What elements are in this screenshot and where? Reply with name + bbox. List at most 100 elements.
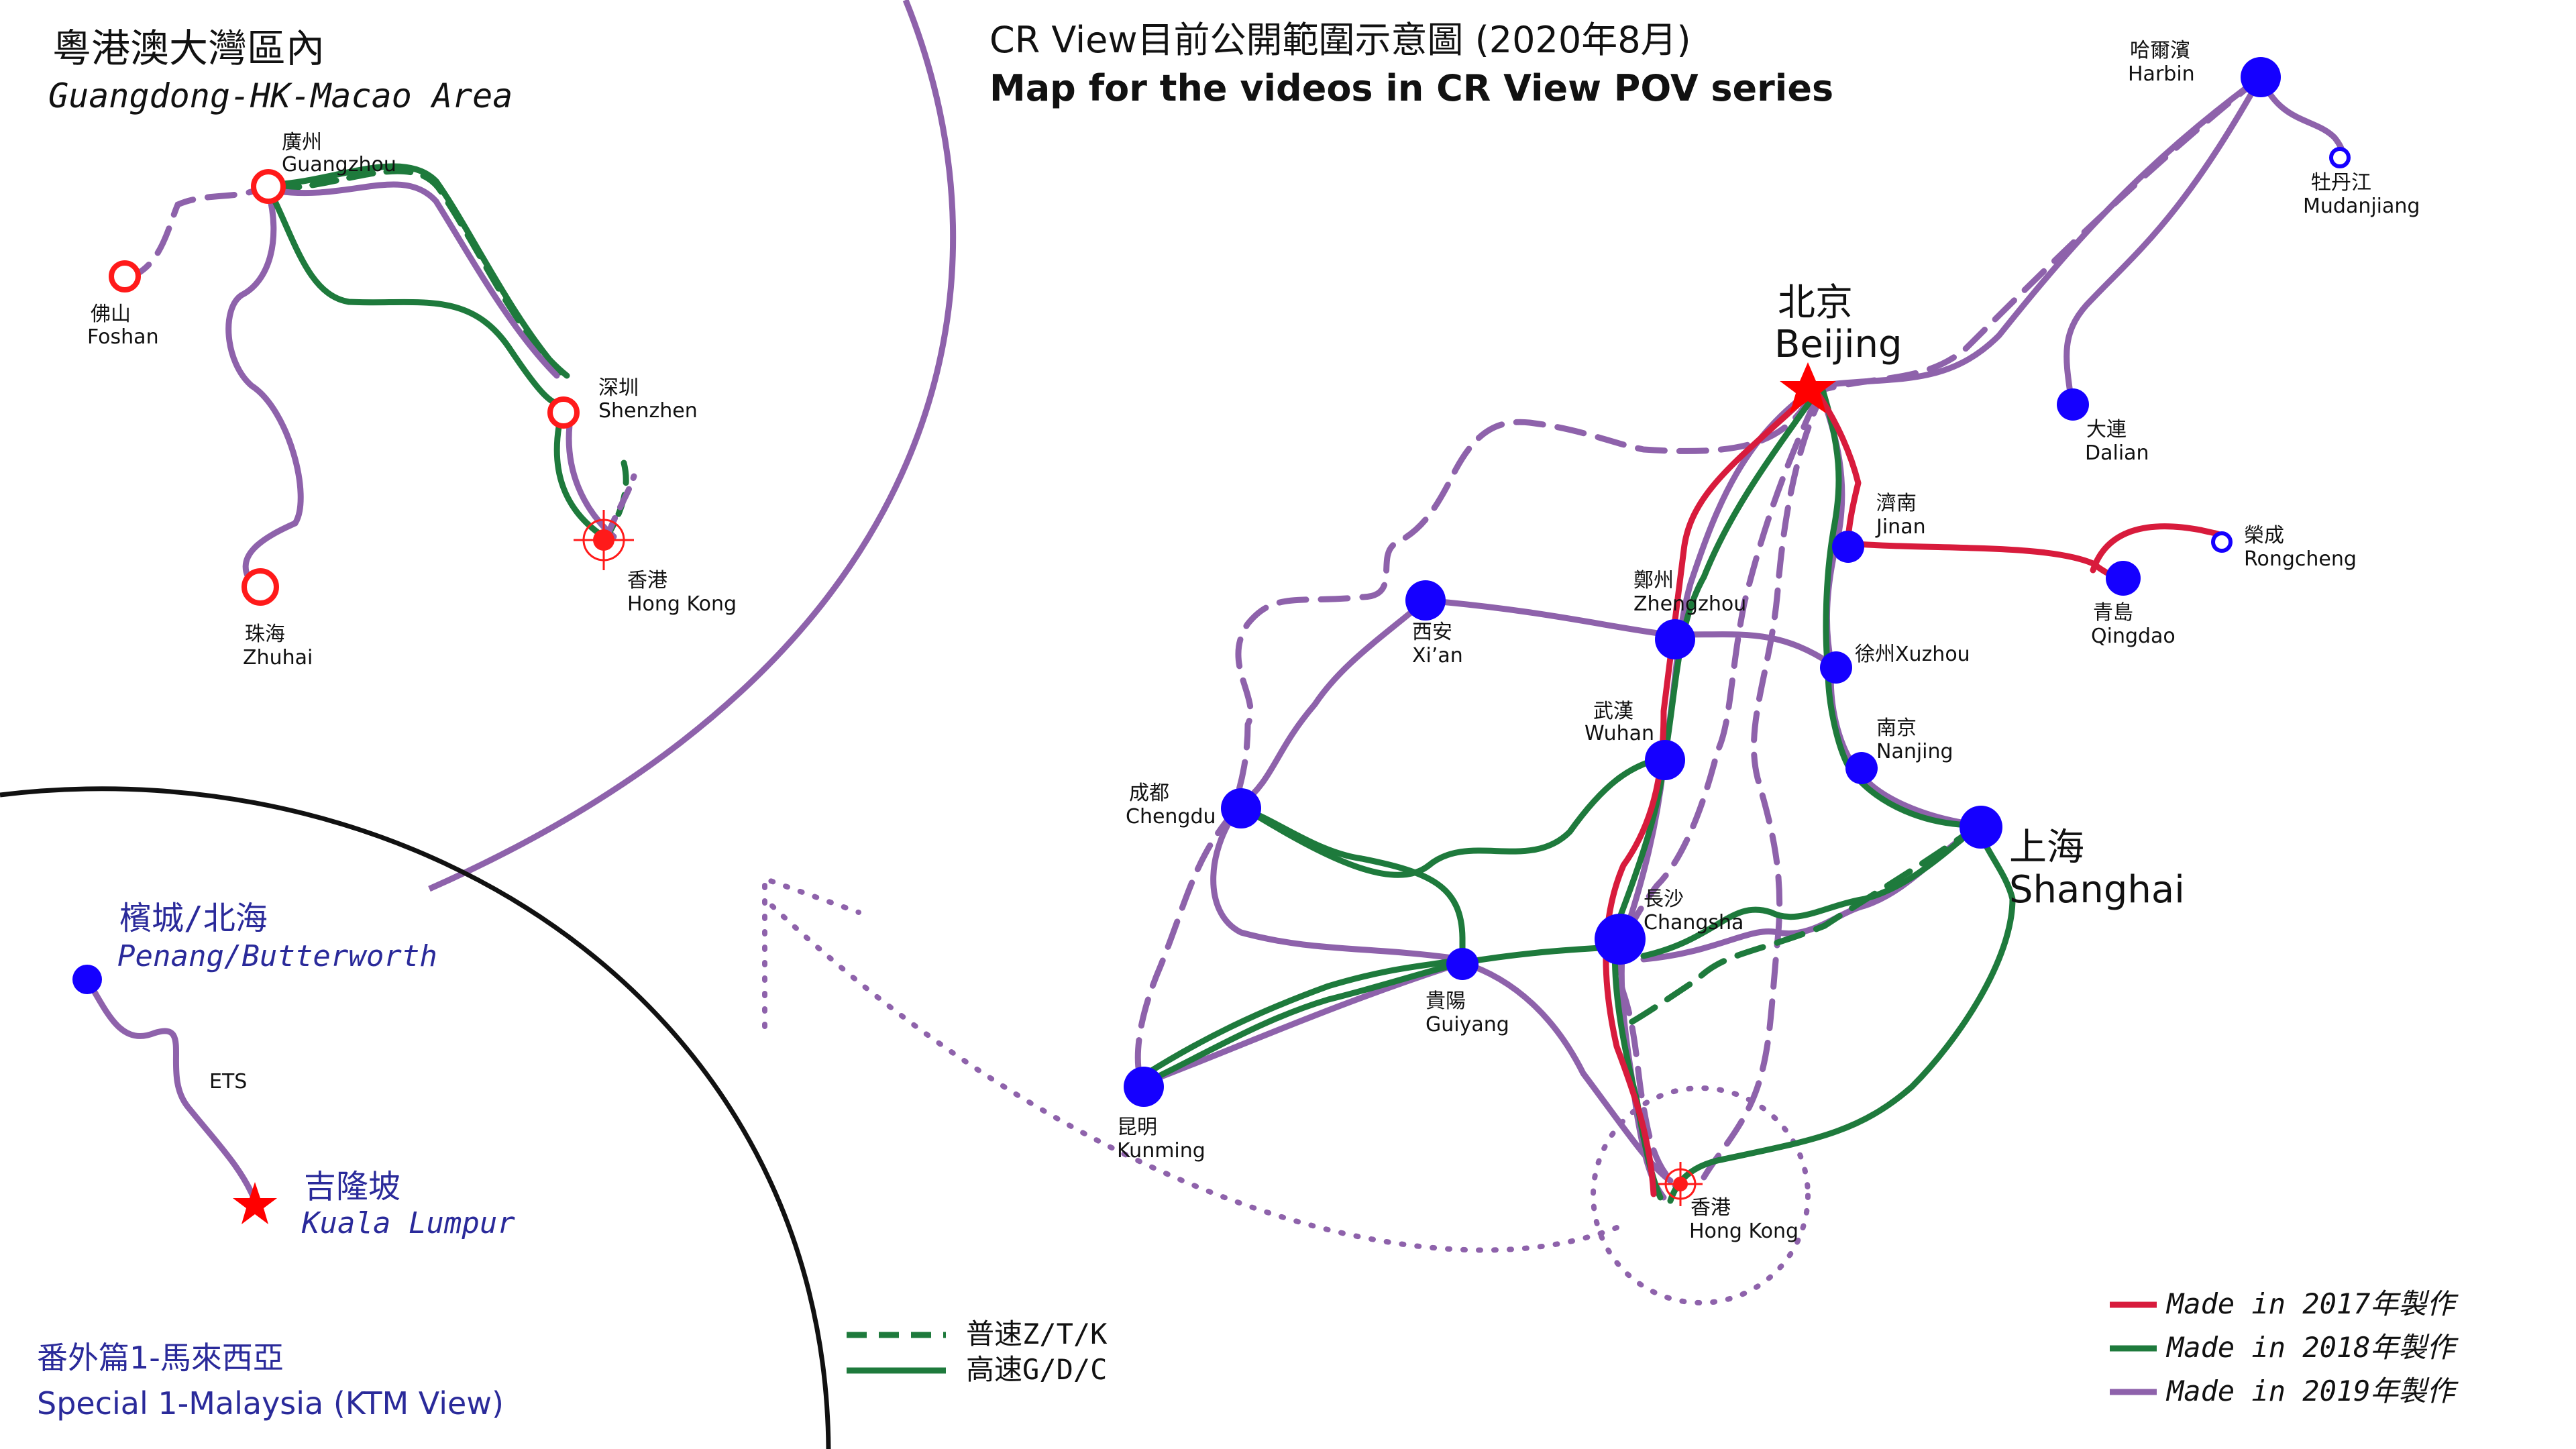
malaysia-station-kl-star <box>233 1182 277 1224</box>
label-dalian-zh: 大連 <box>2086 418 2127 441</box>
station-mudanjiang-marker <box>2329 147 2351 168</box>
station-kunming-marker <box>1124 1067 1164 1107</box>
station-rongcheng-marker <box>2211 531 2233 553</box>
malaysia-label-kl-en: Kuala Lumpur <box>301 1206 515 1240</box>
label-dalian-en: Dalian <box>2085 441 2149 465</box>
label-xian-zh: 西安 <box>1412 621 1452 644</box>
gba-route-guangzhou-shenzhen-2019 <box>275 181 560 379</box>
gba-inset-boundary <box>428 0 957 892</box>
station-hongkong-marker <box>1658 1162 1703 1206</box>
station-guiyang-marker <box>1446 948 1479 980</box>
gba-label-foshan-zh: 佛山 <box>91 303 131 326</box>
gba-station-shenzhen-marker <box>547 396 580 429</box>
label-jinan-zh: 濟南 <box>1876 492 1917 515</box>
label-nanjing-en: Nanjing <box>1876 740 1953 763</box>
legend-highspeed-label: 高速G/D/C <box>966 1353 1107 1386</box>
malaysia-route-ets <box>84 976 258 1204</box>
main-routes <box>1134 74 2346 1204</box>
label-jinan-en: Jinan <box>1875 515 1926 539</box>
gba-routes <box>123 163 637 590</box>
station-shanghai-marker <box>1960 806 2002 849</box>
label-kunming-zh: 昆明 <box>1117 1116 1157 1139</box>
label-mudanjiang-en: Mudanjiang <box>2303 195 2420 218</box>
label-hongkong-en: Hong Kong <box>1689 1220 1799 1243</box>
page-title-line1: CR View目前公開範圍示意圖 (2020年8月) <box>989 19 1691 61</box>
label-qingdao-zh: 青島 <box>2093 601 2133 625</box>
malaysia-label-penang-zh: 檳城/北海 <box>119 900 268 937</box>
malaysia-special-zh: 番外篇1-馬來西亞 <box>37 1340 284 1376</box>
gba-station-guangzhou-marker <box>251 169 286 204</box>
gba-stations <box>109 169 634 606</box>
route-2018-wuhan-chengdu <box>1238 755 1667 878</box>
inset-pointer-arrow-head <box>762 875 861 1029</box>
line-type-legend: 普速Z/T/K 高速G/D/C <box>847 1318 1108 1386</box>
malaysia-label-kl-zh: 吉隆坡 <box>304 1168 400 1205</box>
station-nanjing-marker <box>1845 752 1878 784</box>
malaysia-label-ets: ETS <box>209 1070 247 1093</box>
label-xuzhou: 徐州Xuzhou <box>1855 643 1970 666</box>
route-2019-kunming-guiyang <box>1140 959 1466 1087</box>
route-2019-dashed-beijing-chengdu <box>1231 392 1815 808</box>
station-harbin-marker <box>2241 57 2281 97</box>
gba-label-zhuhai-en: Zhuhai <box>243 646 313 669</box>
legend-2018-label: Made in 2018年製作 <box>2165 1331 2459 1364</box>
label-rongcheng-zh: 榮成 <box>2244 524 2284 547</box>
label-wuhan-en: Wuhan <box>1585 722 1654 745</box>
station-beijing-star <box>1780 362 1836 413</box>
gba-route-guangzhou-zhuhai <box>225 188 304 590</box>
route-2019-dashed-harbin-beijing <box>1821 74 2264 392</box>
label-changsha-zh: 長沙 <box>1644 888 1684 911</box>
gba-label-zhuhai-zh: 珠海 <box>245 623 285 646</box>
gba-station-zhuhai-marker <box>241 568 279 606</box>
label-kunming-en: Kunming <box>1117 1139 1205 1163</box>
gba-route-guangzhou-shenzhen-hs-b <box>272 163 564 376</box>
label-nanjing-zh: 南京 <box>1876 716 1917 740</box>
malaysia-label-penang-en: Penang/Butterworth <box>117 939 437 973</box>
label-rongcheng-en: Rongcheng <box>2244 547 2357 571</box>
label-beijing-zh: 北京 <box>1778 281 1853 325</box>
route-2018-shanghai-changsha <box>1640 822 1982 959</box>
legend-2017-label: Made in 2017年製作 <box>2165 1287 2459 1320</box>
route-2018-kunming-guiyang-a <box>1140 959 1466 1087</box>
label-zhengzhou-zh: 鄭州 <box>1633 569 1674 592</box>
legend-2019-label: Made in 2019年製作 <box>2165 1375 2459 1407</box>
hk-zoom-circle <box>1591 1085 1811 1305</box>
route-2017-beijing-hk <box>1603 386 1818 1197</box>
station-chengdu-marker <box>1221 788 1261 828</box>
label-guiyang-zh: 貴陽 <box>1426 989 1466 1013</box>
gba-label-guangzhou-en: Guangzhou <box>282 153 396 176</box>
label-qingdao-en: Qingdao <box>2091 625 2176 648</box>
gba-label-foshan-en: Foshan <box>87 325 159 349</box>
label-mudanjiang-zh: 牡丹江 <box>2311 171 2371 195</box>
route-2019-dashed-beijing-hk-b <box>1617 399 1818 1191</box>
label-shanghai-en: Shanghai <box>2009 868 2185 912</box>
gba-route-shenzhen-hk-2019-dashed <box>604 473 637 540</box>
label-beijing-en: Beijing <box>1774 323 1902 366</box>
station-changsha-marker <box>1595 914 1646 965</box>
route-2018-chengdu-guiyang <box>1238 805 1466 966</box>
route-2019-chengdu-guiyang-kunming <box>1210 802 1466 963</box>
inset-pointer-arrow-path <box>762 896 1619 1253</box>
gba-title-en: Guangdong-HK-Macao Area <box>48 76 513 115</box>
main-stations <box>1124 57 2351 1206</box>
gba-label-hongkong-en: Hong Kong <box>627 592 737 616</box>
year-legend: Made in 2017年製作 Made in 2018年製作 Made in … <box>2110 1287 2459 1407</box>
route-2018-kunming-guiyang-b <box>1144 956 1466 1077</box>
malaysia-station-penang-marker <box>72 965 102 994</box>
gba-route-guangzhou-shenzhen-hs-a <box>268 191 567 407</box>
route-2017-jinan-qingdao <box>1845 540 2127 580</box>
malaysia-inset-boundary <box>0 786 831 1449</box>
gba-label-shenzhen-zh: 深圳 <box>598 376 639 400</box>
label-chengdu-en: Chengdu <box>1126 805 1216 828</box>
station-jinan-marker <box>1832 531 1864 563</box>
label-changsha-en: Changsha <box>1644 911 1743 934</box>
page-title-line2: Map for the videos in CR View POV series <box>989 67 1833 109</box>
station-xian-marker <box>1405 580 1446 621</box>
gba-label-guangzhou-zh: 廣州 <box>282 131 322 154</box>
label-hongkong-zh: 香港 <box>1690 1196 1731 1220</box>
gba-route-foshan-guangzhou <box>123 181 272 282</box>
malaysia-special-en: Special 1-Malaysia (KTM View) <box>37 1385 504 1421</box>
label-zhengzhou-en: Zhengzhou <box>1633 592 1746 616</box>
station-qingdao-marker <box>2106 561 2141 596</box>
